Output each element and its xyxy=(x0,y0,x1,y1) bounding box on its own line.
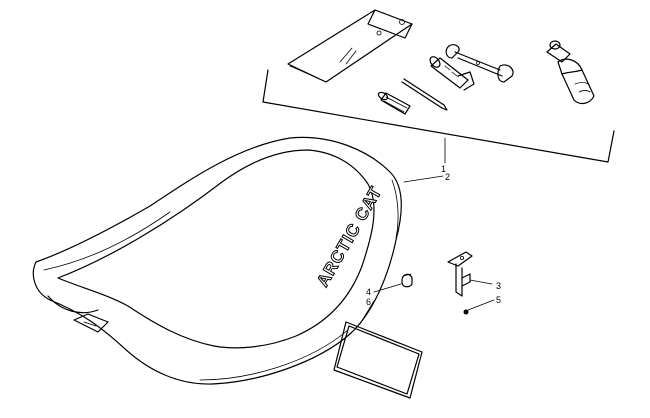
spark-plug-socket xyxy=(429,56,475,91)
callout-3: 3 xyxy=(496,281,501,291)
screwdriver-shaft xyxy=(401,78,448,111)
callout-4: 4 xyxy=(366,287,371,297)
seat-inner-panel xyxy=(57,149,375,349)
wrench xyxy=(445,44,514,83)
callout-6: 6 xyxy=(366,297,371,307)
decal-plate xyxy=(333,321,423,399)
callouts: 1 2 3 4 5 6 xyxy=(366,164,501,307)
seat-outline xyxy=(32,136,402,385)
rivet xyxy=(463,309,469,315)
seat-logo: ARCTIC CAT xyxy=(313,183,386,290)
tool-kit-bracket xyxy=(262,69,615,163)
screwdriver-handle xyxy=(377,91,411,115)
callout-5: 5 xyxy=(496,295,501,305)
callout-1: 1 xyxy=(441,164,446,174)
callout-2: 2 xyxy=(445,172,450,182)
spark-plug xyxy=(546,40,595,105)
seat-mount-tab xyxy=(73,313,109,333)
leader-lines xyxy=(359,137,495,325)
seat-bumper xyxy=(401,273,413,288)
tool-pouch xyxy=(287,9,413,83)
tool-kit-group xyxy=(262,9,615,163)
seat-latch-bracket xyxy=(447,251,473,297)
seat: ARCTIC CAT xyxy=(32,136,402,385)
